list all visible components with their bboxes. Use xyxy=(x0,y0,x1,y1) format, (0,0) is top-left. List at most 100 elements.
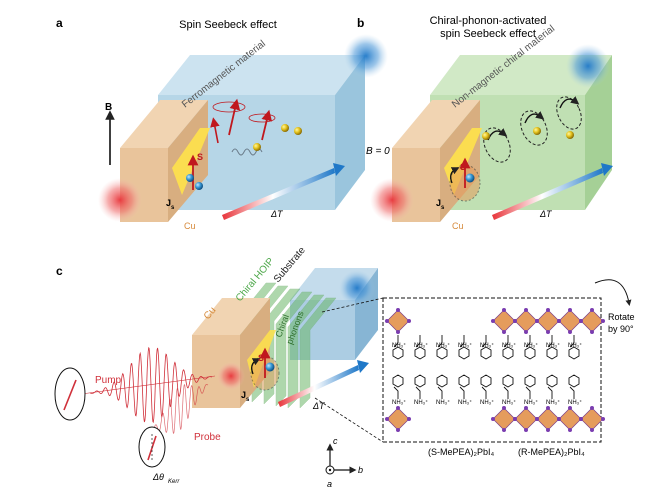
copper-label: Cu xyxy=(452,221,464,231)
mepea-cation xyxy=(568,374,580,399)
mepea-cation xyxy=(458,374,470,399)
ammonium-label: NH₃⁺ xyxy=(392,342,406,349)
beam-axis xyxy=(73,375,216,396)
iodine-atom xyxy=(524,308,528,312)
mepea-cation xyxy=(502,374,514,399)
temperature-gradient-arrowhead xyxy=(601,163,613,176)
iodine-atom xyxy=(590,330,594,334)
electron xyxy=(195,182,203,190)
panel-b-title-line1: Chiral-phonon-activated xyxy=(430,15,547,27)
mepea-cation xyxy=(392,335,404,360)
temperature-gradient-label: ΔT xyxy=(270,209,284,219)
ferromagnet-side xyxy=(335,55,365,210)
ammonium-label: NH₃⁺ xyxy=(568,342,582,349)
temperature-gradient-bar xyxy=(278,365,359,407)
ammonium-label: NH₃⁺ xyxy=(502,399,516,406)
mepea-cation xyxy=(392,374,404,399)
iodine-atom xyxy=(590,308,594,312)
iodine-atom xyxy=(568,406,572,410)
mepea-cation xyxy=(524,374,536,399)
ammonium-label: NH₃⁺ xyxy=(502,342,516,349)
structure-label-r: (R-MePEA)₂PbI₄ xyxy=(518,447,585,457)
iodine-atom xyxy=(396,428,400,432)
mepea-cation xyxy=(414,374,426,399)
iodine-atom xyxy=(396,308,400,312)
temperature-gradient-bar xyxy=(492,168,603,220)
spin-current-label: J xyxy=(436,198,441,208)
ammonium-label: NH₃⁺ xyxy=(392,399,406,406)
panel-b-title-line2: spin Seebeck effect xyxy=(440,28,536,40)
temperature-gradient-arrowhead xyxy=(333,163,345,176)
panel-b: b Chiral-phonon-activated spin Seebeck e… xyxy=(357,15,613,231)
iodine-atom xyxy=(502,406,506,410)
iodine-atom xyxy=(524,406,528,410)
axis-a-label: a xyxy=(327,479,332,489)
kerr-rotation-label: Δθ xyxy=(152,472,164,482)
iodine-atom xyxy=(502,428,506,432)
atom xyxy=(566,131,574,139)
iodine-atom xyxy=(590,428,594,432)
kerr-rotation-subscript: Kerr xyxy=(168,479,180,485)
electron xyxy=(186,174,194,182)
copper-top xyxy=(192,298,270,335)
mepea-cation xyxy=(568,335,580,360)
iodine-atom xyxy=(557,319,561,323)
iodine-atom xyxy=(385,319,389,323)
mepea-cation xyxy=(458,335,470,360)
mepea-cation xyxy=(546,335,558,360)
rotation-arrow xyxy=(524,111,545,124)
copper-label: Cu xyxy=(184,221,196,231)
rotation-arrow xyxy=(251,358,261,375)
electron xyxy=(265,362,275,372)
iodine-atom xyxy=(407,417,411,421)
mepea-cation xyxy=(480,335,492,360)
ferromagnet-top xyxy=(158,55,365,95)
spin-label: S xyxy=(197,152,203,162)
ammonium-label: NH₃⁺ xyxy=(480,342,494,349)
pump-polarization-line xyxy=(63,379,77,411)
pump-pulse xyxy=(89,346,213,424)
hot-spot xyxy=(217,362,245,390)
ammonium-label: NH₃⁺ xyxy=(568,399,582,406)
axis-a-dot xyxy=(328,468,332,472)
iodine-atom xyxy=(601,319,605,323)
copper-top xyxy=(120,100,208,148)
structure-label-s: (S-MePEA)₂PbI₄ xyxy=(428,447,495,457)
ammonium-label: NH₃⁺ xyxy=(458,342,472,349)
iodine-atom xyxy=(590,406,594,410)
spin-label: S xyxy=(460,162,466,172)
rotate-label-line2: by 90° xyxy=(608,324,634,334)
atom xyxy=(281,124,289,132)
magnetic-field-label: B xyxy=(105,102,112,113)
iodine-atom xyxy=(546,330,550,334)
cold-spot xyxy=(339,270,375,306)
copper-top xyxy=(392,100,480,148)
atom xyxy=(533,127,541,135)
iodine-atom xyxy=(546,406,550,410)
mepea-cation xyxy=(414,335,426,360)
mepea-cation xyxy=(436,335,448,360)
temperature-gradient-label: ΔT xyxy=(539,209,553,219)
iodine-atom xyxy=(535,417,539,421)
hot-spot xyxy=(370,178,414,222)
panel-c: c Cu Chiral HOIP Substrate Chiral phonon… xyxy=(54,245,635,489)
iodine-atom xyxy=(513,417,517,421)
crystal-structure: NH₃⁺ NH₃⁺ NH₃⁺ NH₃⁺ NH₃⁺ NH₃⁺ NH₃⁺ NH₃⁺ NH₃⁺ NH₃⁺… xyxy=(385,308,605,432)
iodine-atom xyxy=(568,330,572,334)
ammonium-label: NH₃⁺ xyxy=(546,399,560,406)
ammonium-label: NH₃⁺ xyxy=(524,342,538,349)
mepea-cation xyxy=(546,374,558,399)
ammonium-label: NH₃⁺ xyxy=(414,342,428,349)
zoom-line xyxy=(314,397,384,443)
hot-spot xyxy=(98,178,142,222)
substrate-label: Substrate xyxy=(272,245,308,285)
zoom-line xyxy=(321,297,384,313)
iodine-atom xyxy=(385,417,389,421)
iodine-atom xyxy=(579,417,583,421)
cold-spot xyxy=(344,34,388,78)
probe-label: Probe xyxy=(194,432,221,443)
chiral-phonon-orbit xyxy=(483,127,511,163)
ammonium-label: NH₃⁺ xyxy=(436,342,450,349)
iodine-atom xyxy=(502,330,506,334)
magnon-wave xyxy=(231,148,263,156)
